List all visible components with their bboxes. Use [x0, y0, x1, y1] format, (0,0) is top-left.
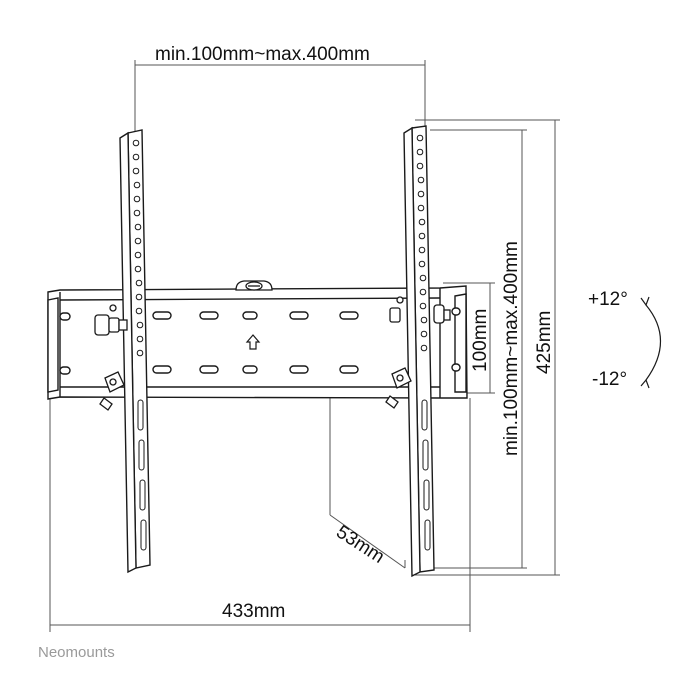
up-arrow-icon	[245, 334, 261, 350]
right-tilt-knob-icon	[389, 296, 451, 324]
brand-logo: Neomounts	[38, 644, 115, 661]
rail-spacing-label: 100mm	[470, 309, 491, 372]
slot	[59, 366, 71, 375]
slot	[152, 365, 172, 374]
slot	[451, 307, 461, 316]
left-tilt-knob-icon	[94, 304, 128, 336]
depth-dim-line	[329, 514, 406, 569]
slot	[199, 311, 219, 320]
slot	[199, 365, 219, 374]
right-arm-side	[403, 126, 421, 578]
wall-plate-left-fold	[47, 297, 59, 393]
left-arm-slots	[137, 399, 147, 551]
left-arm-side	[119, 131, 137, 574]
wall-plate-slots-top	[59, 307, 461, 321]
slot	[339, 311, 359, 320]
wall-plate-slots-bottom	[59, 363, 461, 375]
dimension-lines	[49, 60, 560, 632]
tilt-up-label: +12°	[588, 289, 628, 310]
right-arm-slots	[421, 399, 431, 551]
right-arm-holes	[416, 134, 428, 352]
slot	[289, 311, 309, 320]
total-height-label: 425mm	[534, 311, 555, 374]
right-hook-icon	[385, 367, 412, 409]
slot	[339, 365, 359, 374]
tilt-arc-icon	[640, 296, 662, 389]
top-width-label: min.100mm~max.400mm	[155, 44, 370, 65]
slot	[242, 365, 258, 374]
vesa-height-label: min.100mm~max.400mm	[501, 241, 522, 456]
level-icon	[235, 280, 273, 291]
bottom-width-label: 433mm	[222, 601, 285, 622]
slot	[242, 311, 258, 320]
left-hook-icon	[99, 371, 125, 411]
slot	[451, 363, 461, 372]
tilt-down-label: -12°	[592, 369, 627, 390]
slot	[59, 312, 71, 321]
slot	[152, 311, 172, 320]
left-arm-holes	[132, 139, 144, 357]
depth-label: 53mm	[332, 522, 388, 568]
slot	[289, 365, 309, 374]
